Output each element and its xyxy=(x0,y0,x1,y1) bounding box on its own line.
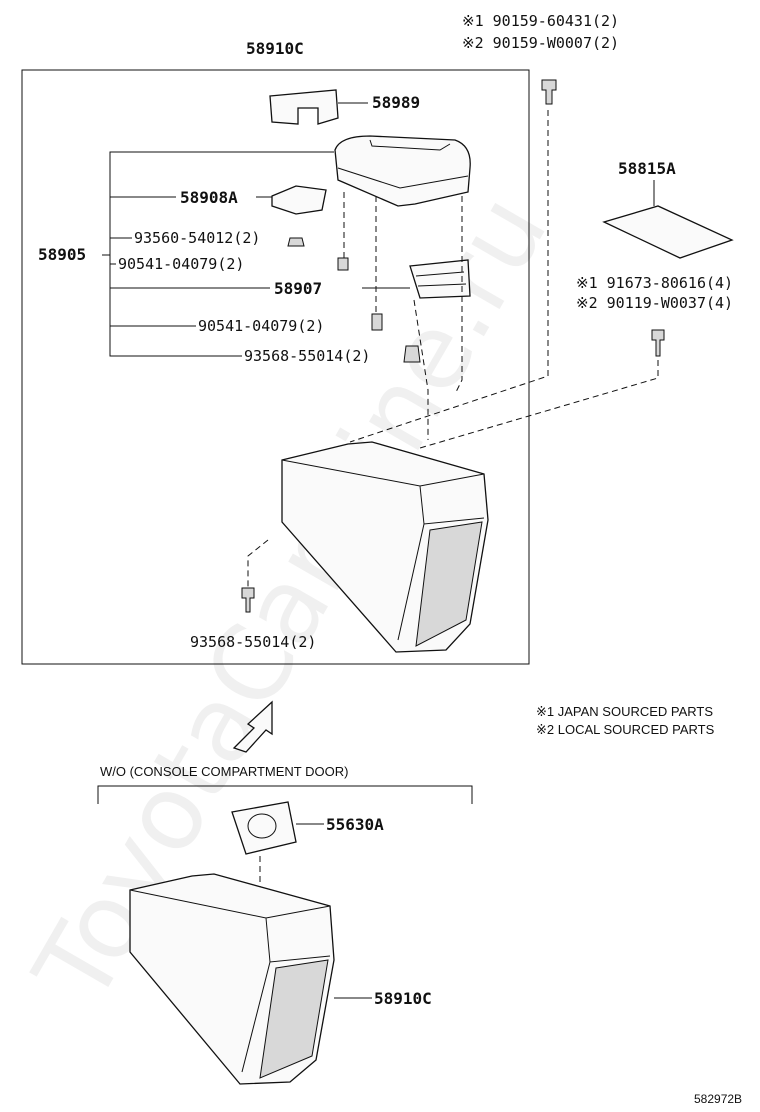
assembly-arrow-icon xyxy=(232,700,273,753)
variant-bracket xyxy=(97,785,473,804)
lock-detail xyxy=(415,271,467,287)
insert-hole xyxy=(247,813,277,839)
guide-line xyxy=(349,110,549,443)
variant-title: W/O (CONSOLE COMPARTMENT DOOR) xyxy=(100,764,348,779)
lock-label: 58907 xyxy=(274,279,322,298)
hinge-label: 58908A xyxy=(180,188,238,207)
console-box-edges xyxy=(397,523,425,641)
top-fastener-part xyxy=(541,79,557,105)
variant-box-edges xyxy=(129,889,331,1073)
armrest-bracket xyxy=(109,151,334,357)
assembly-frame xyxy=(21,69,530,665)
right-fastener-label-b: ※2 90119-W0037(4) xyxy=(576,294,733,312)
top-fastener-label-a: ※1 90159-60431(2) xyxy=(462,12,619,30)
lid-edge xyxy=(337,167,469,189)
variant-box-panel xyxy=(259,959,329,1079)
screw-4-part xyxy=(403,345,421,363)
lock-part xyxy=(409,259,471,299)
legend-note-2: ※2 LOCAL SOURCED PARTS xyxy=(536,722,715,737)
insert-label: 55630A xyxy=(326,815,384,834)
screw-2-label: 90541-04079(2) xyxy=(118,255,244,273)
console-box-panel xyxy=(415,521,483,647)
guide-line xyxy=(419,360,659,449)
top-fastener-label-b: ※2 90159-W0007(2) xyxy=(462,34,619,52)
guide-line xyxy=(455,196,463,393)
legend-note-1: ※1 JAPAN SOURCED PARTS xyxy=(536,704,713,719)
mat-part xyxy=(602,205,734,259)
screw-3-part xyxy=(371,313,383,331)
armrest-assy-label: 58905 xyxy=(38,245,86,264)
main-assembly-label: 58910C xyxy=(246,39,304,58)
screw-4-label: 93568-55014(2) xyxy=(244,347,370,365)
screw-1-label: 93560-54012(2) xyxy=(134,229,260,247)
lid-cushion-label: 58989 xyxy=(372,93,420,112)
lid-cushion-part xyxy=(269,89,339,125)
armrest-lid-part xyxy=(334,135,471,207)
hinge-part xyxy=(271,185,327,215)
right-fastener-label-a: ※1 91673-80616(4) xyxy=(576,274,733,292)
bottom-screw-label: 93568-55014(2) xyxy=(190,633,316,651)
mat-label: 58815A xyxy=(618,159,676,178)
bottom-screw-part xyxy=(241,587,255,613)
screw-1-part xyxy=(287,237,305,247)
insert-part xyxy=(231,801,297,855)
screw-3-label: 90541-04079(2) xyxy=(198,317,324,335)
guide-line xyxy=(247,539,269,590)
guide-line xyxy=(413,299,429,440)
figure-id: 582972B xyxy=(694,1092,742,1106)
variant-box-label: 58910C xyxy=(374,989,432,1008)
right-fastener-part xyxy=(651,329,665,357)
lid-seam xyxy=(369,139,451,151)
screw-2-part xyxy=(337,257,349,271)
